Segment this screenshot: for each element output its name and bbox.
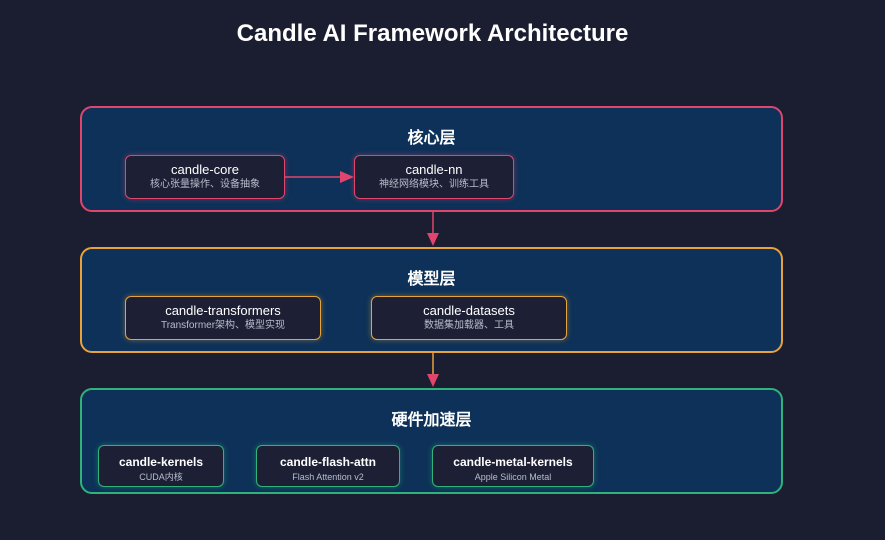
arrow-core-to-model	[427, 212, 439, 246]
layer-hardware: 硬件加速层 candle-kernels CUDA内核 candle-flash…	[80, 388, 783, 494]
module-name: candle-kernels	[118, 455, 204, 469]
arrow-model-to-hardware	[427, 353, 439, 387]
module-name: candle-datasets	[423, 303, 515, 318]
module-desc: Flash Attention v2	[292, 472, 364, 482]
layer-core-title: 核心层	[407, 130, 456, 147]
page-title: Candle AI Framework Architecture	[236, 20, 629, 47]
module-candle-core[interactable]: candle-core 核心张量操作、设备抽象	[125, 155, 285, 199]
layer-model-title: 模型层	[407, 271, 456, 288]
module-candle-transformers[interactable]: candle-transformers Transformer架构、模型实现	[125, 296, 321, 340]
module-desc: 神经网络模块、训练工具	[379, 179, 489, 190]
module-name: candle-metal-kernels	[453, 455, 573, 469]
module-desc: Transformer架构、模型实现	[160, 320, 286, 331]
module-candle-flash-attn[interactable]: candle-flash-attn Flash Attention v2	[256, 445, 400, 487]
module-name: candle-flash-attn	[279, 455, 376, 469]
module-candle-nn[interactable]: candle-nn 神经网络模块、训练工具	[354, 155, 514, 199]
layer-model: 模型层 candle-transformers Transformer架构、模型…	[80, 247, 783, 353]
module-candle-metal-kernels[interactable]: candle-metal-kernels Apple Silicon Metal	[432, 445, 594, 487]
module-desc: CUDA内核	[139, 472, 183, 482]
module-name: candle-nn	[405, 162, 463, 177]
module-name: candle-core	[171, 162, 239, 177]
layer-hardware-title: 硬件加速层	[391, 412, 472, 429]
module-desc: 核心张量操作、设备抽象	[150, 179, 260, 190]
layer-core: 核心层 candle-core 核心张量操作、设备抽象 candle-nn 神经…	[80, 106, 783, 212]
module-desc: Apple Silicon Metal	[474, 472, 552, 482]
module-name: candle-transformers	[165, 303, 281, 318]
module-desc: 数据集加载器、工具	[424, 320, 514, 331]
module-candle-datasets[interactable]: candle-datasets 数据集加载器、工具	[371, 296, 567, 340]
module-candle-kernels[interactable]: candle-kernels CUDA内核	[98, 445, 224, 487]
arrow-core-to-nn	[285, 171, 354, 183]
